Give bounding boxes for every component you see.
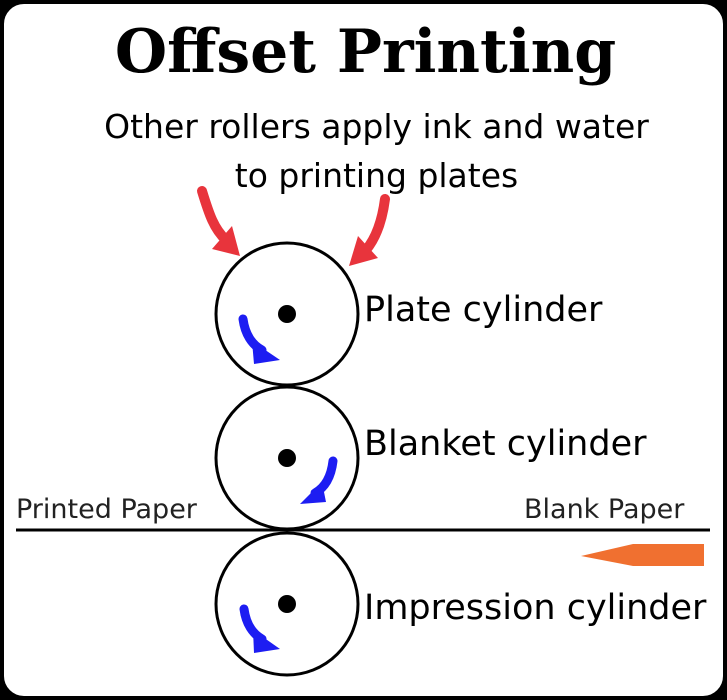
printed-paper-label: Printed Paper [16,494,197,525]
blanket-cylinder [214,385,360,531]
ink-arrow-right [349,194,390,266]
impression-cylinder [214,531,360,677]
impression-cylinder-label: Impression cylinder [364,588,707,628]
blanket-cylinder-label: Blanket cylinder [364,424,647,464]
paper-feed-arrow [581,544,704,566]
diagram-title: Offset Printing [114,17,617,87]
impression-rotation-arrow [239,604,280,653]
offset-printing-diagram [16,186,710,677]
subtitle-line-1: Other rollers apply ink and water [104,107,649,146]
impression-cylinder-axle [278,595,296,613]
ink-arrow-left [197,186,240,256]
subtitle-line-2: to printing plates [234,156,519,195]
blank-paper-label: Blank Paper [524,494,685,525]
plate-cylinder-label: Plate cylinder [364,290,603,330]
plate-cylinder-axle [278,305,296,323]
plate-rotation-arrow [238,314,280,364]
blanket-cylinder-axle [278,449,296,467]
blanket-rotation-arrow [300,456,338,504]
diagram-subtitle: Other rollers apply ink and water to pri… [4,102,723,200]
plate-cylinder [214,241,360,387]
